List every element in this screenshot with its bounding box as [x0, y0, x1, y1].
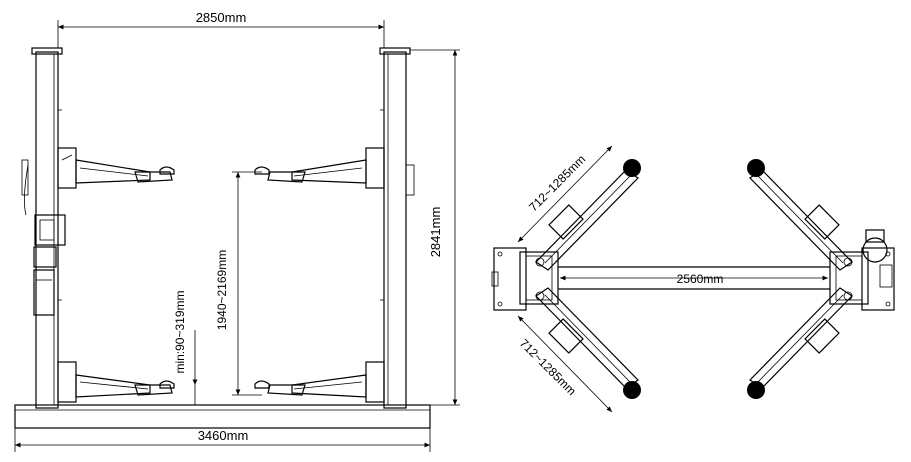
- dim-span-label: 2560mm: [677, 272, 724, 286]
- lift-pad-upper-right: [747, 159, 765, 177]
- top-view: 2560mm 712~1: [491, 145, 895, 413]
- dim-right-label: 2841mm: [428, 207, 443, 258]
- dim-lift-range-label: 1940~2169mm: [215, 250, 229, 330]
- lift-pad-lower-left: [623, 381, 641, 399]
- control-box: [34, 214, 66, 246]
- arm-upper-right: [747, 159, 853, 271]
- dim-bottom-label: 3460mm: [198, 428, 249, 443]
- motor-unit: [33, 246, 57, 268]
- arm-upper-left: [535, 159, 641, 271]
- arm-lower-left: [535, 287, 641, 399]
- right-upper-arm: [254, 147, 385, 189]
- arm-lower-right: [747, 287, 853, 399]
- left-base-plate: [493, 247, 527, 311]
- right-column: [379, 47, 415, 409]
- lift-pad-lower-right: [747, 381, 765, 399]
- lift-pad-upper-left: [623, 159, 641, 177]
- left-post: [519, 251, 559, 305]
- base-plate: [14, 404, 431, 429]
- dim-top-label: 2850mm: [196, 10, 247, 25]
- power-unit: [862, 229, 893, 288]
- right-base-plate: [861, 247, 895, 311]
- right-post: [829, 251, 869, 305]
- left-column: [21, 47, 66, 409]
- left-lower-arm: [57, 361, 175, 403]
- dim-arm-lower-label: 712~1285mm: [517, 336, 579, 398]
- dim-arm-upper-label: 712~1285mm: [526, 152, 588, 214]
- right-lower-arm: [254, 361, 385, 403]
- front-view: 2850mm 3460mm 2841mm 1940~2169mm min:90~…: [14, 10, 460, 452]
- left-upper-arm: [57, 147, 175, 189]
- dim-min-height-label: min:90~319mm: [173, 290, 187, 373]
- oil-tank: [33, 269, 55, 316]
